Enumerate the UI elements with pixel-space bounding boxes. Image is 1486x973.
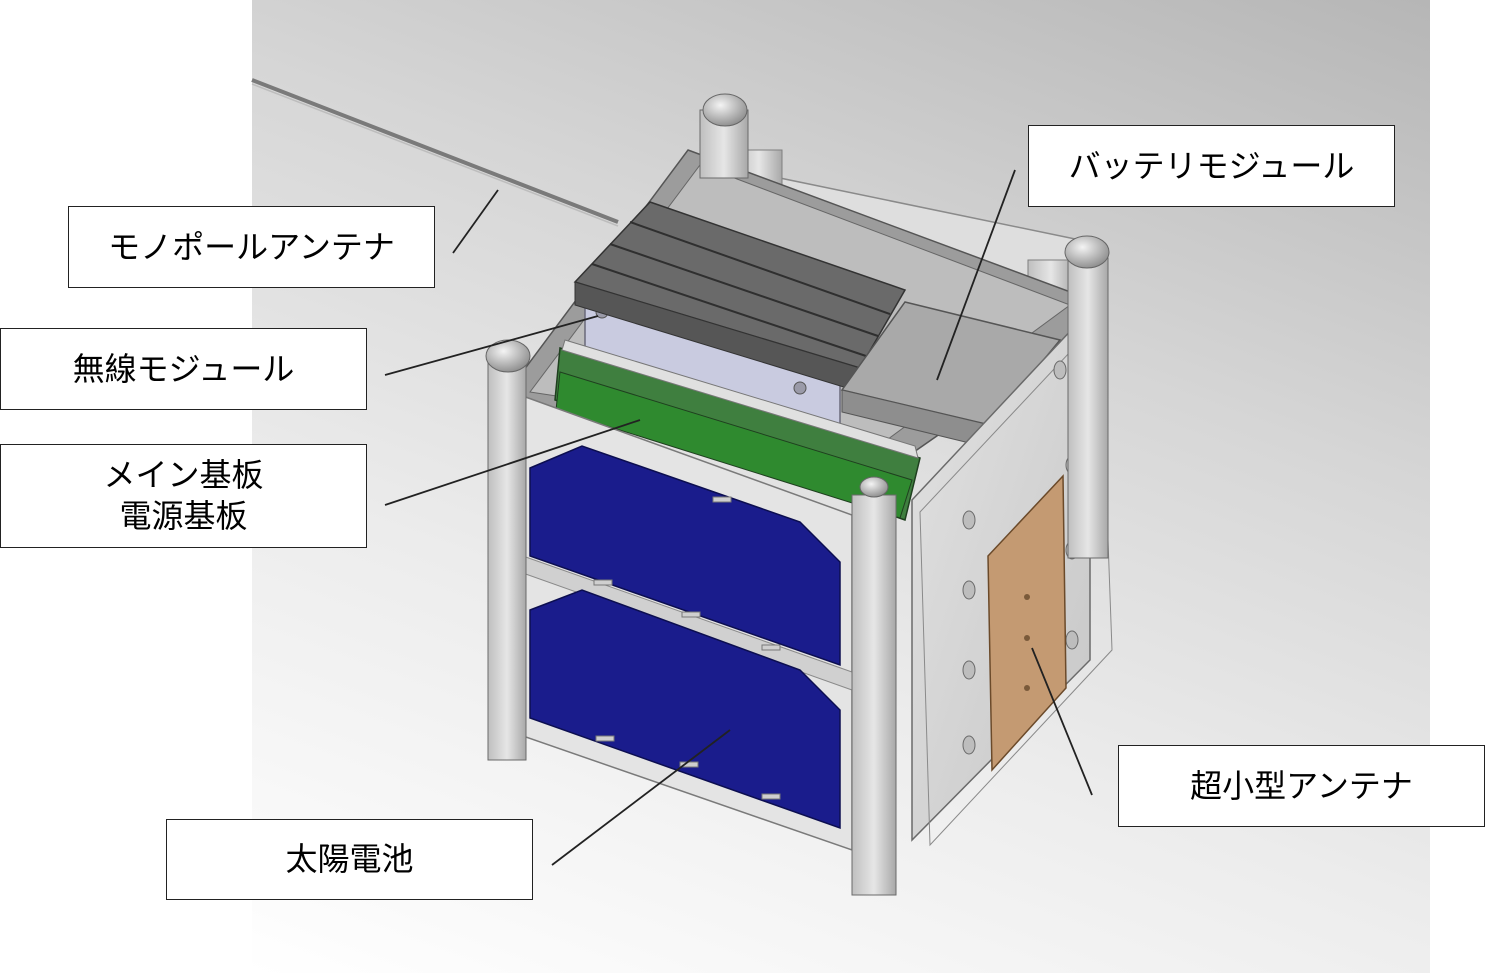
label-main-power-board: メイン基板 電源基板 [0, 444, 367, 548]
leader-lines [384, 169, 1093, 866]
label-wireless-module: 無線モジュール [0, 328, 367, 410]
solar-cells [529, 445, 841, 830]
label-monopole-antenna: モノポールアンテナ [68, 206, 435, 288]
label-text: モノポールアンテナ [108, 227, 395, 266]
label-small-antenna: 超小型アンテナ [1118, 745, 1485, 827]
monopole-antenna-wire [251, 78, 619, 227]
rail-knobs [485, 93, 1110, 498]
label-text-main-board: メイン基板 [103, 456, 264, 495]
pcb-boards [554, 339, 921, 650]
label-solar-cell: 太陽電池 [166, 819, 533, 900]
label-battery-module: バッテリモジュール [1028, 125, 1395, 207]
label-text-power-board: 電源基板 [119, 497, 248, 535]
label-text: 無線モジュール [72, 349, 295, 388]
label-text: 太陽電池 [285, 840, 414, 879]
label-text: バッテリモジュール [1068, 146, 1355, 185]
patch-antenna [987, 474, 1067, 772]
label-text: 超小型アンテナ [1190, 766, 1413, 805]
